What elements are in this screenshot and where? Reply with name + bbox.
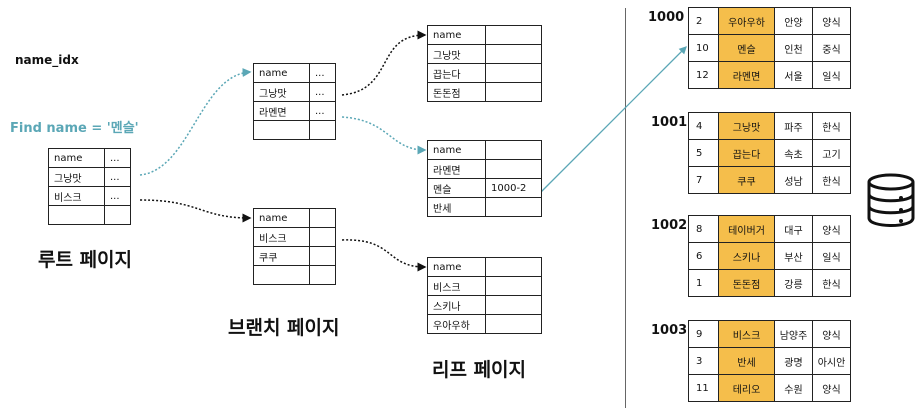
leaf-page-table-1: name 그낭맛 끕는다 돈돈점 — [427, 25, 542, 102]
arrow-leaf2-to-data — [540, 46, 687, 193]
leaf-page-label: 리프 페이지 — [432, 359, 527, 381]
arrow-branch1-to-leaf1 — [341, 30, 427, 96]
arrow-branch2-to-leaf3 — [341, 239, 427, 272]
arrow-branch1-to-leaf2 — [341, 116, 427, 155]
root-page-label: 루트 페이지 — [38, 249, 133, 271]
leaf-page-table-3: name 비스크 스키나 우아우하 — [427, 257, 542, 334]
arrow-root-to-branch2 — [139, 199, 252, 223]
branch-page-table-2: name 비스크 쿠쿠 — [253, 208, 336, 285]
query-text: Find name = '멘슬' — [10, 121, 139, 136]
data-page-id-1003: 1003 — [651, 323, 688, 338]
divider-line — [625, 8, 626, 408]
database-icon — [867, 173, 915, 227]
data-page-id-1002: 1002 — [651, 218, 688, 233]
data-page-id-1001: 1001 — [651, 115, 688, 130]
data-page-id-1000: 1000 — [648, 10, 685, 25]
branch-page-label: 브랜치 페이지 — [228, 317, 340, 339]
index-name: name_idx — [15, 53, 79, 67]
branch-page-table-1: name... 그낭맛... 라멘면... — [253, 63, 336, 140]
root-page-table: name... 그낭맛... 비스크... — [48, 148, 131, 225]
arrow-root-to-branch1 — [139, 67, 252, 176]
